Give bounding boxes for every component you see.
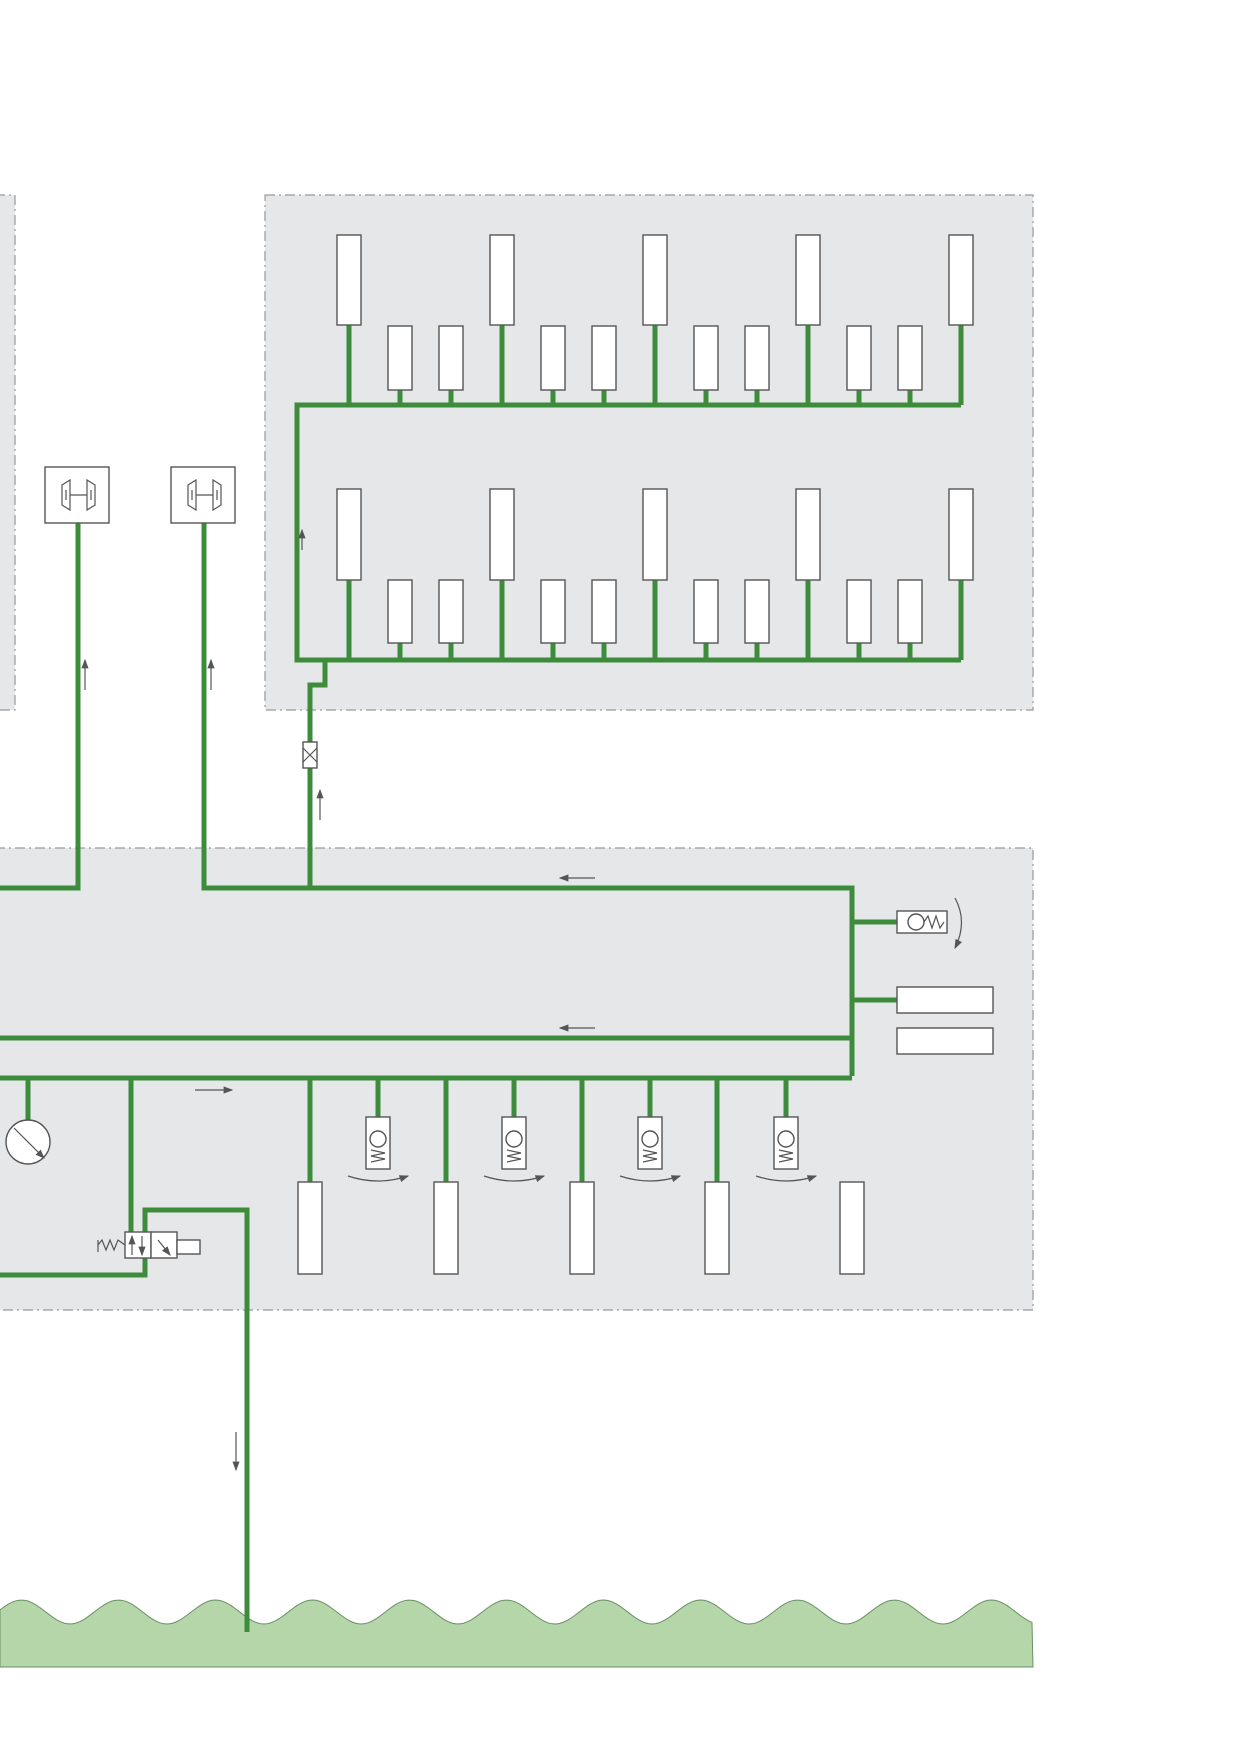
check-valve-spring (642, 1149, 658, 1163)
cylinder-icon (387, 325, 413, 391)
motor-left-glyph (61, 478, 96, 512)
cylinder-icon (433, 1181, 459, 1275)
cylinder-icon (897, 579, 923, 644)
solenoid-coil (176, 1239, 201, 1255)
adjust-arrow-icon (954, 897, 963, 950)
cylinder-icon (540, 325, 566, 391)
cylinder-icon (297, 1181, 323, 1275)
lower-actuator-group (297, 1078, 865, 1275)
cylinder-icon (642, 488, 668, 581)
cylinder-icon (569, 1181, 595, 1275)
cooler-element (896, 1027, 994, 1055)
check-valve-spring (370, 1149, 386, 1163)
check-valve-ball (505, 1130, 523, 1148)
check-valve-spring (506, 1149, 522, 1163)
pressure-gauge-needle (13, 1127, 45, 1159)
cylinder-icon (948, 234, 974, 326)
solenoid-valve-icon (150, 1231, 178, 1259)
cylinder-icon (387, 579, 413, 644)
cylinder-icon (704, 1181, 730, 1275)
cylinder-icon (540, 579, 566, 644)
cylinder-icon (795, 488, 821, 581)
pressure-line-upper (310, 885, 855, 1076)
flow-control-valve-mark (302, 747, 318, 763)
cylinder-icon (591, 579, 617, 644)
motor-left-pipe (0, 523, 81, 891)
check-valve-ball (641, 1130, 659, 1148)
solenoid-valve-icon (124, 1231, 152, 1259)
cylinder-icon (897, 325, 923, 391)
cylinder-icon (839, 1181, 865, 1275)
actuator-row-lower (297, 488, 974, 663)
solenoid-arrow (157, 1239, 171, 1256)
cylinder-icon (846, 579, 872, 644)
check-valve-ball (777, 1130, 795, 1148)
cylinder-icon (591, 325, 617, 391)
cylinder-icon (693, 325, 719, 391)
tank-reservoir (0, 1599, 1034, 1668)
adjust-arrow-icon (347, 1175, 410, 1183)
adjust-arrow-icon (755, 1175, 818, 1183)
cylinder-icon (846, 325, 872, 391)
solenoid-return (0, 1207, 250, 1632)
cylinder-icon (642, 234, 668, 326)
cylinder-icon (744, 579, 770, 644)
adjust-arrow-icon (619, 1175, 682, 1183)
adjust-arrow-icon (483, 1175, 546, 1183)
cylinder-icon (948, 488, 974, 581)
cylinder-icon (795, 234, 821, 326)
left-panel (0, 194, 16, 711)
cylinder-icon (438, 579, 464, 644)
check-valve-ball (369, 1130, 387, 1148)
cylinder-icon (489, 234, 515, 326)
motor-right-pipe (201, 523, 310, 891)
cylinder-icon (489, 488, 515, 581)
motor-right (170, 466, 310, 891)
motor-right-glyph (187, 478, 222, 512)
cylinder-icon (438, 325, 464, 391)
actuator-row-upper (297, 234, 974, 408)
solenoid-spring (97, 1238, 126, 1252)
check-valve-ball (907, 913, 925, 931)
motor-left (0, 466, 110, 891)
cylinder-icon (693, 579, 719, 644)
cylinder-icon (336, 234, 362, 326)
check-valve-spring (778, 1149, 794, 1163)
check-valve-spring (923, 914, 945, 930)
cylinder-icon (336, 488, 362, 581)
filter-element (896, 986, 994, 1014)
cylinder-icon (744, 325, 770, 391)
